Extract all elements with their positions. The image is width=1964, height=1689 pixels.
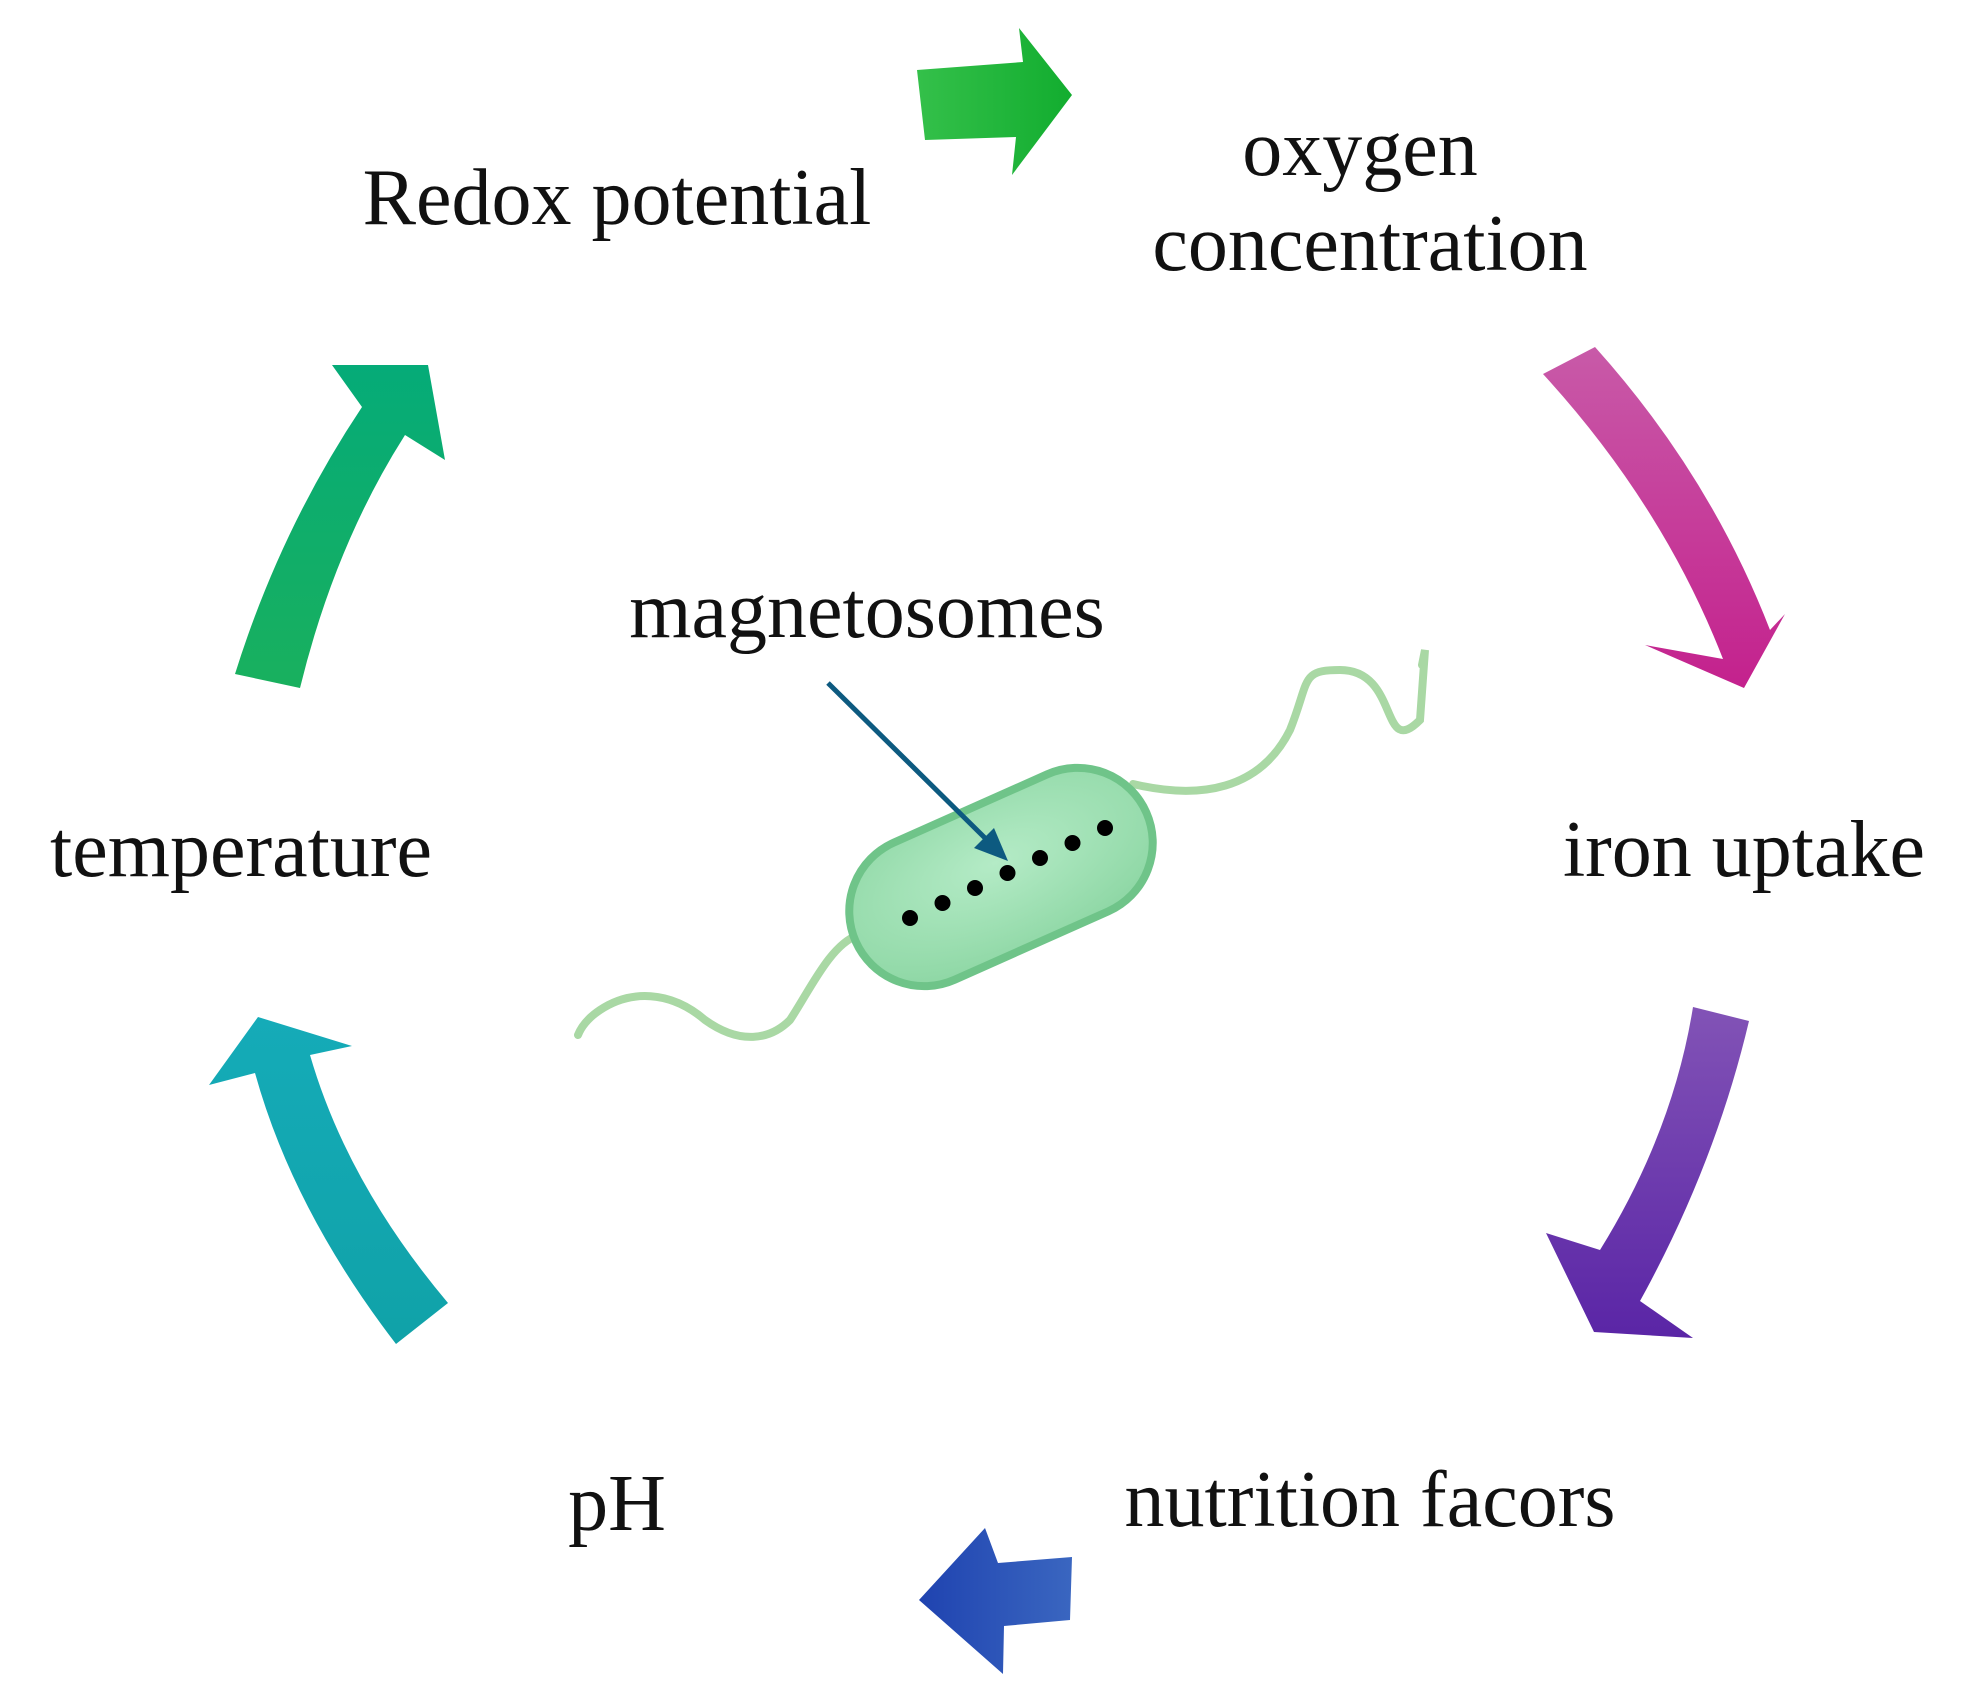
magnetosome-dot (1032, 850, 1048, 866)
magnetosome-chain (902, 820, 1113, 926)
flagellum-left (574, 931, 862, 1041)
factor-nutrition-factors: nutrition facors (1125, 1456, 1616, 1544)
flagellum-right (1129, 649, 1429, 795)
factor-temperature: temperature (50, 806, 432, 894)
magnetosome-dot (902, 910, 918, 926)
magnetosome-dot (934, 895, 951, 911)
magnetosome-pointer (826, 681, 1008, 861)
magnetosome-dot (1064, 835, 1081, 851)
arrow-ph-to-temperature (209, 1017, 448, 1344)
factor-redox-potential: Redox potential (363, 154, 872, 242)
factor-iron-uptake: iron uptake (1563, 806, 1925, 894)
arrow-redox-to-oxygen (917, 28, 1072, 175)
factor-oxygen-line-2: concentration (1152, 200, 1587, 288)
arrow-temperature-to-redox (235, 365, 445, 688)
magnetotactic-bacterium (574, 649, 1429, 1041)
center-label: magnetosomes (629, 567, 1104, 655)
factor-ph: pH (568, 1460, 666, 1548)
magnetosome-dot (999, 865, 1016, 881)
arrow-oxygen-to-iron (1543, 347, 1785, 688)
magnetosome-dot (1097, 820, 1113, 836)
arrow-iron-to-nutrition (1546, 1007, 1749, 1338)
factor-oxygen-line-1: oxygen (1242, 105, 1478, 193)
factor-oxygen-concentration: oxygen concentration (1152, 105, 1587, 288)
magnetosome-dot (967, 880, 983, 896)
arrow-nutrition-to-ph (919, 1528, 1072, 1674)
